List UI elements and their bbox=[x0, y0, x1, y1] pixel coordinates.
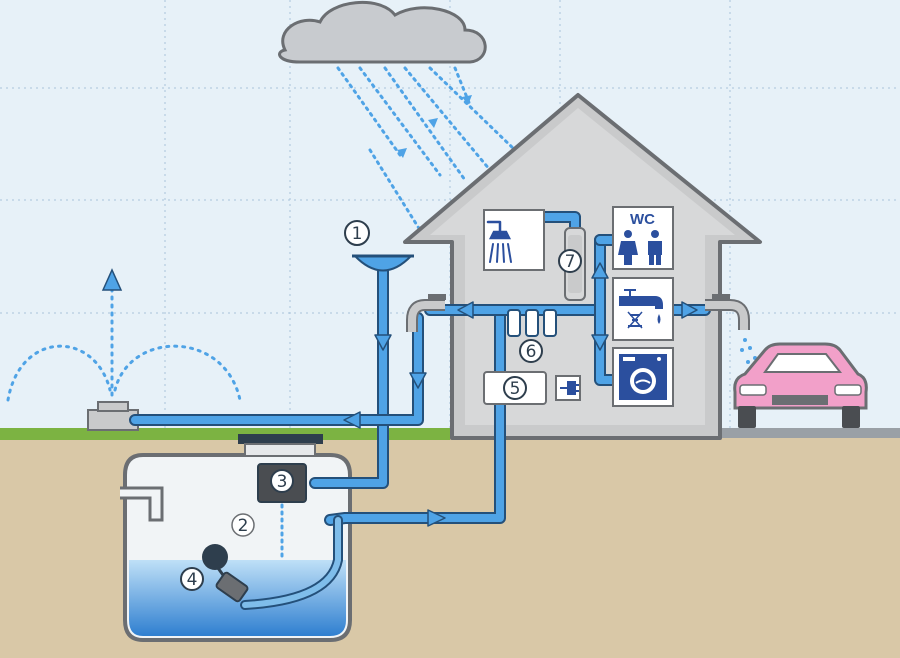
callout-2-label: 2 bbox=[238, 516, 249, 536]
washing-machine-icon bbox=[612, 347, 674, 407]
callout-2: 2 bbox=[231, 513, 255, 537]
outdoor-tap-right bbox=[705, 294, 750, 330]
callout-1: 1 bbox=[344, 220, 370, 246]
tap-icon bbox=[612, 277, 674, 341]
tank-lid bbox=[238, 434, 323, 444]
callout-5: 5 bbox=[503, 376, 527, 400]
sprinkler-up-arrow bbox=[101, 268, 123, 291]
callout-7: 7 bbox=[558, 249, 582, 273]
callout-6: 6 bbox=[519, 339, 543, 363]
car-icon bbox=[733, 342, 868, 428]
cloud-icon bbox=[278, 0, 487, 64]
callout-4: 4 bbox=[180, 567, 204, 591]
water-tank bbox=[123, 434, 352, 642]
overflow-pipe bbox=[120, 486, 164, 522]
callout-3: 3 bbox=[270, 469, 294, 493]
filter-cartridges bbox=[507, 309, 557, 337]
shower-icon bbox=[483, 209, 545, 271]
flow-arrows bbox=[343, 262, 698, 527]
driveway bbox=[705, 428, 900, 438]
callout-7-label: 7 bbox=[565, 252, 576, 272]
pump bbox=[202, 544, 249, 603]
rain-gutter bbox=[352, 254, 414, 272]
callout-1-label: 1 bbox=[352, 224, 363, 244]
callout-3-label: 3 bbox=[277, 472, 288, 492]
callout-5-label: 5 bbox=[510, 379, 521, 399]
sprinkler-spray bbox=[6, 283, 242, 402]
callout-6-label: 6 bbox=[526, 342, 537, 362]
wc-people-icon: WC bbox=[612, 206, 674, 270]
plug-icon bbox=[555, 375, 581, 401]
rain bbox=[336, 66, 517, 232]
rain-arrows bbox=[397, 95, 472, 158]
wc-label: WC bbox=[630, 211, 655, 228]
callout-4-label: 4 bbox=[187, 570, 198, 590]
outdoor-tap-left bbox=[406, 294, 446, 332]
